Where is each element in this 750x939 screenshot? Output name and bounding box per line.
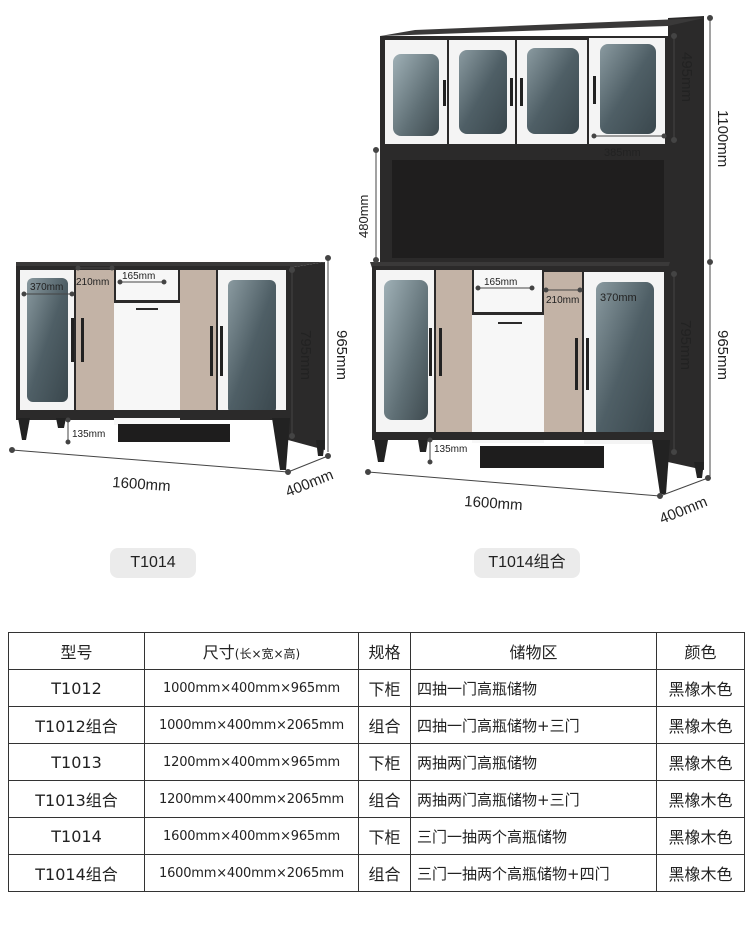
cell-size: 1600mm×400mm×965mm [144,817,359,855]
cell-model: T1014组合 [8,854,145,892]
cell-color: 黑橡木色 [656,817,745,855]
cell-storage: 三门一抽两个高瓶储物+四门 [410,854,657,892]
cell-color: 黑橡木色 [656,854,745,892]
right-dim-upper-depth: 385mm [604,147,641,159]
cell-spec: 下柜 [358,817,411,855]
right-dim-lower-height: 965mm [714,330,731,380]
header-storage: 储物区 [410,632,657,670]
cell-size: 1000mm×400mm×2065mm [144,706,359,744]
right-dim-panel-width: 210mm [546,295,579,306]
table-row: T1014 1600mm×400mm×965mm 下柜 三门一抽两个高瓶储物 黑… [8,817,745,855]
left-dim-leg-height: 135mm [72,429,105,440]
cell-spec: 下柜 [358,669,411,707]
table-row: T1013组合 1200mm×400mm×2065mm 组合 两抽两门高瓶储物+… [8,780,745,818]
table-header-row: 型号 尺寸(长×宽×高) 规格 储物区 颜色 [8,632,745,670]
header-size-sub: (长×宽×高) [234,647,301,661]
left-dimensions [9,255,331,475]
cell-spec: 组合 [358,706,411,744]
left-dim-cabinet-height: 795mm [297,330,314,380]
right-dim-glass-width: 370mm [600,292,637,304]
right-dim-upper-height: 495mm [678,52,695,102]
cell-spec: 组合 [358,780,411,818]
header-color: 颜色 [656,632,745,670]
left-dim-glass-width: 370mm [30,282,63,293]
header-spec: 规格 [358,632,411,670]
right-dimensions [365,15,713,499]
cell-size: 1600mm×400mm×2065mm [144,854,359,892]
cell-storage: 四抽一门高瓶储物 [410,669,657,707]
table-row: T1014组合 1600mm×400mm×2065mm 组合 三门一抽两个高瓶储… [8,854,745,892]
cell-model: T1012 [8,669,145,707]
cell-storage: 两抽两门高瓶储物+三门 [410,780,657,818]
spec-table: 型号 尺寸(长×宽×高) 规格 储物区 颜色 T1012 1000mm×400m… [8,632,745,892]
left-dim-drawer-width: 165mm [122,271,155,282]
cell-size: 1000mm×400mm×965mm [144,669,359,707]
cell-model: T1014 [8,817,145,855]
left-dim-height: 965mm [333,330,350,380]
cell-model: T1012组合 [8,706,145,744]
cell-storage: 四抽一门高瓶储物+三门 [410,706,657,744]
cell-spec: 组合 [358,854,411,892]
table-row: T1012 1000mm×400mm×965mm 下柜 四抽一门高瓶储物 黑橡木… [8,669,745,707]
header-size: 尺寸(长×宽×高) [144,632,359,670]
left-dim-depth: 400mm [283,466,336,501]
table-row: T1013 1200mm×400mm×965mm 下柜 两抽两门高瓶储物 黑橡木… [8,743,745,781]
table-row: T1012组合 1000mm×400mm×2065mm 组合 四抽一门高瓶储物+… [8,706,745,744]
cell-model: T1013组合 [8,780,145,818]
header-model: 型号 [8,632,145,670]
cell-color: 黑橡木色 [656,743,745,781]
left-model-label: T1014 [110,548,196,578]
right-dim-gap-height: 480mm [356,195,371,238]
product-illustration: 370mm 210mm 165mm 135mm 1600mm 400mm 795… [9,15,731,528]
cell-color: 黑橡木色 [656,780,745,818]
cell-size: 1200mm×400mm×965mm [144,743,359,781]
cell-color: 黑橡木色 [656,706,745,744]
right-dim-drawer-width: 165mm [484,277,517,288]
left-dim-width: 1600mm [112,474,171,495]
right-dim-depth: 400mm [657,493,710,528]
right-dim-leg-height: 135mm [434,444,467,455]
cell-color: 黑橡木色 [656,669,745,707]
cell-model: T1013 [8,743,145,781]
left-dim-panel-width: 210mm [76,277,109,288]
cell-storage: 两抽两门高瓶储物 [410,743,657,781]
right-dim-cabinet-height: 795mm [677,320,694,370]
cell-spec: 下柜 [358,743,411,781]
right-model-label: T1014组合 [474,548,580,578]
left-cabinet [16,262,325,470]
right-cabinet [370,16,704,494]
cell-storage: 三门一抽两个高瓶储物 [410,817,657,855]
cell-size: 1200mm×400mm×2065mm [144,780,359,818]
right-dim-width: 1600mm [464,493,523,514]
right-dim-total-height: 1100mm [714,110,731,167]
